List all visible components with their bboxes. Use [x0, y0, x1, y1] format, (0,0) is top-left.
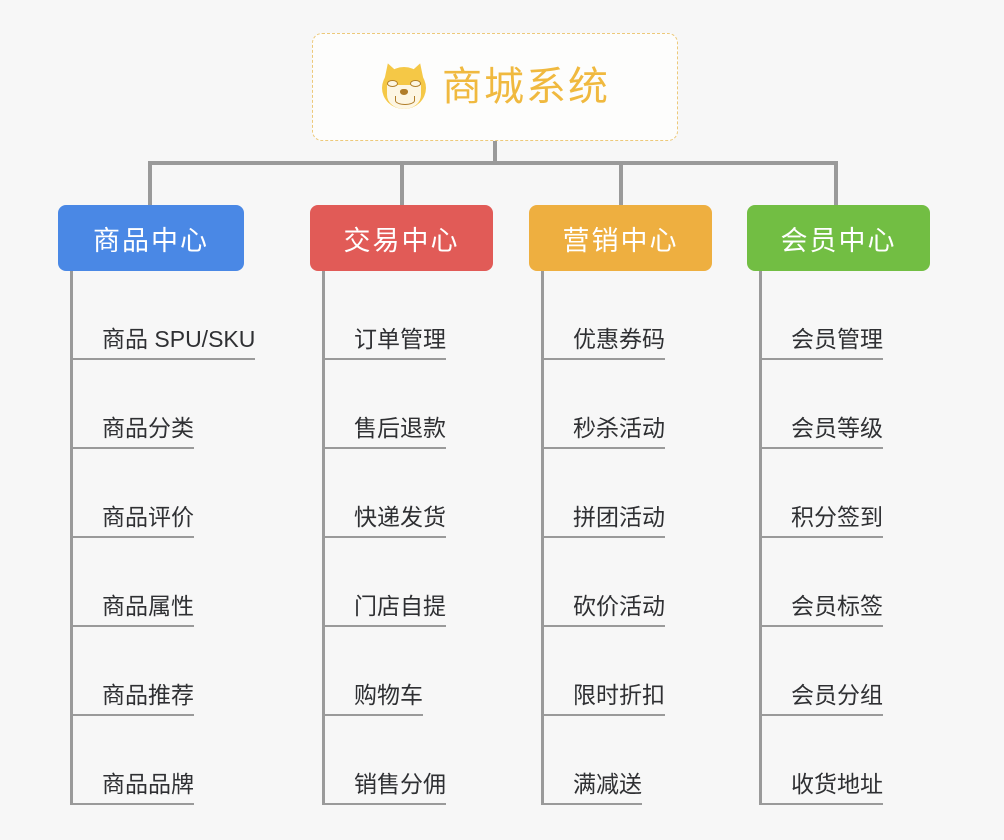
leaf-list-product-center: 商品 SPU/SKU 商品分类 商品评价 商品属性 商品推荐 商品品牌 [58, 271, 256, 805]
list-item[interactable]: 优惠券码 [541, 271, 712, 360]
list-item[interactable]: 满减送 [541, 716, 712, 805]
connector-drop-3 [619, 161, 623, 207]
spine-member-center [759, 271, 762, 805]
category-header-member-center[interactable]: 会员中心 [747, 205, 930, 271]
leaf-label: 商品品牌 [70, 771, 194, 805]
list-item[interactable]: 商品品牌 [70, 716, 244, 805]
connector-drop-1 [148, 161, 152, 207]
list-item[interactable]: 商品属性 [70, 538, 244, 627]
leaf-label: 积分签到 [759, 504, 883, 538]
connector-root-stem [493, 141, 497, 163]
list-item[interactable]: 门店自提 [322, 538, 493, 627]
list-item[interactable]: 商品推荐 [70, 627, 244, 716]
leaf-label: 门店自提 [322, 593, 446, 627]
spine-marketing-center [541, 271, 544, 805]
category-label: 会员中心 [780, 225, 897, 256]
category-label: 商品中心 [93, 225, 209, 256]
column-trade-center: 交易中心 订单管理 售后退款 快递发货 门店自提 购物车 销售分佣 [310, 205, 493, 805]
leaf-label: 会员分组 [759, 682, 883, 716]
leaf-label: 商品评价 [70, 504, 194, 538]
list-item[interactable]: 拼团活动 [541, 449, 712, 538]
leaf-label: 商品分类 [70, 415, 194, 449]
list-item[interactable]: 会员等级 [759, 360, 930, 449]
list-item[interactable]: 会员标签 [759, 538, 930, 627]
list-item[interactable]: 收货地址 [759, 716, 930, 805]
list-item[interactable]: 购物车 [322, 627, 493, 716]
leaf-label: 售后退款 [322, 415, 446, 449]
list-item[interactable]: 会员分组 [759, 627, 930, 716]
list-item[interactable]: 会员管理 [759, 271, 930, 360]
leaf-label: 订单管理 [322, 326, 446, 360]
leaf-list-marketing-center: 优惠券码 秒杀活动 拼团活动 砍价活动 限时折扣 满减送 [529, 271, 712, 805]
list-item[interactable]: 订单管理 [322, 271, 493, 360]
category-header-trade-center[interactable]: 交易中心 [310, 205, 493, 271]
leaf-label: 购物车 [322, 682, 423, 716]
connector-horizontal-bus [148, 161, 838, 165]
connector-drop-4 [834, 161, 838, 207]
column-member-center: 会员中心 会员管理 会员等级 积分签到 会员标签 会员分组 收货地址 [747, 205, 930, 805]
leaf-label: 秒杀活动 [541, 415, 665, 449]
column-marketing-center: 营销中心 优惠券码 秒杀活动 拼团活动 砍价活动 限时折扣 满减送 [529, 205, 712, 805]
list-item[interactable]: 商品 SPU/SKU [70, 271, 256, 360]
leaf-label: 砍价活动 [541, 593, 665, 627]
root-node[interactable]: 商城系统 [312, 33, 678, 141]
list-item[interactable]: 商品评价 [70, 449, 244, 538]
list-item[interactable]: 限时折扣 [541, 627, 712, 716]
list-item[interactable]: 秒杀活动 [541, 360, 712, 449]
leaf-list-trade-center: 订单管理 售后退款 快递发货 门店自提 购物车 销售分佣 [310, 271, 493, 805]
leaf-label: 快递发货 [322, 504, 446, 538]
leaf-label: 销售分佣 [322, 771, 446, 805]
leaf-label: 优惠券码 [541, 326, 665, 360]
root-title: 商城系统 [442, 65, 610, 109]
category-label: 交易中心 [343, 225, 460, 256]
leaf-label: 商品属性 [70, 593, 194, 627]
leaf-label: 拼团活动 [541, 504, 665, 538]
list-item[interactable]: 售后退款 [322, 360, 493, 449]
leaf-list-member-center: 会员管理 会员等级 积分签到 会员标签 会员分组 收货地址 [747, 271, 930, 805]
list-item[interactable]: 积分签到 [759, 449, 930, 538]
list-item[interactable]: 销售分佣 [322, 716, 493, 805]
leaf-label: 限时折扣 [541, 682, 665, 716]
leaf-label: 商品 SPU/SKU [70, 326, 256, 360]
leaf-label: 商品推荐 [70, 682, 194, 716]
shiba-dog-icon [380, 60, 428, 111]
category-header-product-center[interactable]: 商品中心 [58, 205, 244, 271]
list-item[interactable]: 快递发货 [322, 449, 493, 538]
leaf-label: 会员管理 [759, 326, 883, 360]
spine-trade-center [322, 271, 325, 805]
leaf-label: 收货地址 [759, 771, 883, 805]
column-product-center: 商品中心 商品 SPU/SKU 商品分类 商品评价 商品属性 商品推荐 商品品牌 [58, 205, 256, 805]
spine-product-center [70, 271, 73, 805]
category-header-marketing-center[interactable]: 营销中心 [529, 205, 712, 271]
connector-drop-2 [400, 161, 404, 207]
list-item[interactable]: 商品分类 [70, 360, 244, 449]
list-item[interactable]: 砍价活动 [541, 538, 712, 627]
leaf-label: 会员标签 [759, 593, 883, 627]
leaf-label: 会员等级 [759, 415, 883, 449]
leaf-label: 满减送 [541, 771, 642, 805]
category-label: 营销中心 [562, 225, 679, 256]
